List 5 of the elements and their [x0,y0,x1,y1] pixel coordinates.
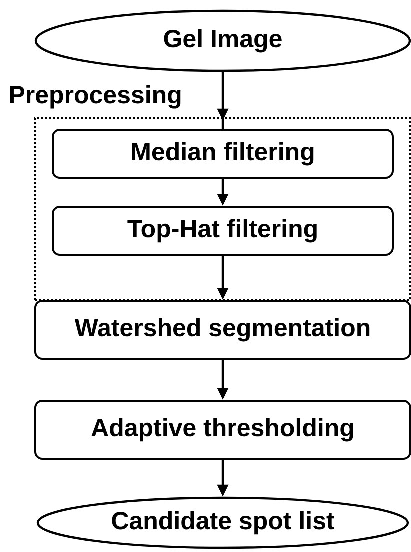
process-box: Adaptive thresholding [34,400,411,460]
node-label: Preprocessing [10,85,181,109]
process-box: Watershed segmentation [34,300,411,360]
process-box: Median filtering [52,129,394,179]
process-box: Top-Hat filtering [52,206,394,256]
